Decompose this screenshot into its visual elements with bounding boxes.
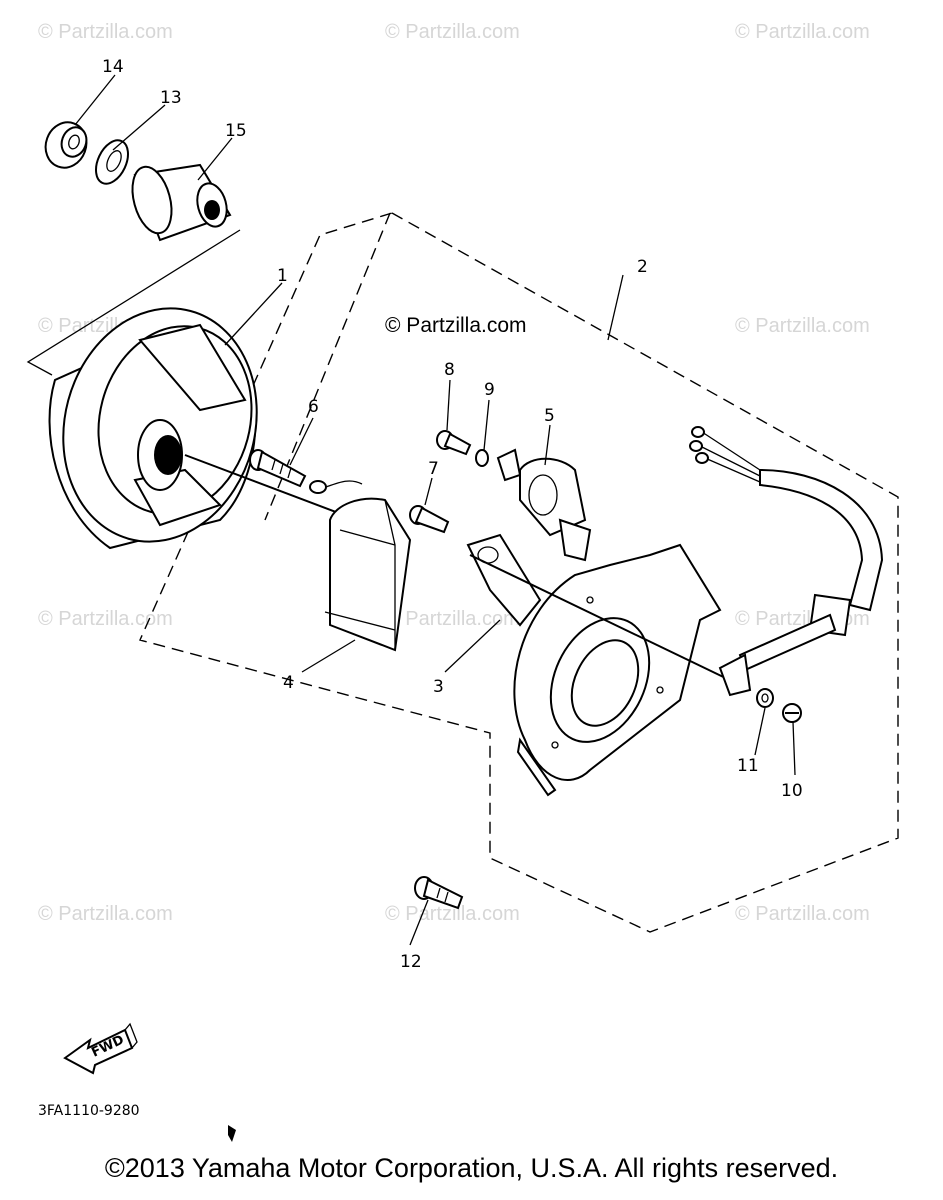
fwd-label: FWD [89, 1033, 126, 1061]
part-1-flywheel [48, 307, 411, 550]
callout-8: 8 [444, 360, 455, 380]
watermark-low-left: © Partzilla.com [38, 608, 173, 630]
part-9-washer [475, 449, 489, 467]
callout-labels: 14 13 15 1 2 6 8 9 5 7 4 3 11 10 12 [102, 57, 803, 972]
callout-5: 5 [544, 406, 555, 426]
centerline-upper [26, 229, 241, 376]
watermark-bottom-left: © Partzilla.com [38, 903, 173, 925]
watermark-low-center: © Partzilla.com [385, 608, 520, 630]
part-12-bolt [414, 876, 464, 910]
part-13-washer [95, 139, 129, 185]
part-14-nut [44, 121, 88, 169]
callout-1: 1 [277, 266, 288, 286]
watermark-top-right: © Partzilla.com [735, 21, 870, 43]
callout-2: 2 [637, 257, 648, 277]
callout-3: 3 [433, 677, 444, 697]
watermark-bottom-right: © Partzilla.com [735, 903, 870, 925]
watermark-mid-right: © Partzilla.com [735, 315, 870, 337]
watermark-bottom-center: © Partzilla.com [385, 903, 520, 925]
watermark-top-left: © Partzilla.com [38, 21, 173, 43]
part-4-coil [324, 497, 412, 652]
callout-12: 12 [400, 952, 422, 972]
callout-9: 9 [484, 380, 495, 400]
part-15-collar [131, 163, 232, 242]
watermark-top-center: © Partzilla.com [385, 21, 520, 43]
callout-13: 13 [160, 88, 182, 108]
part-code: 3FA1110-9280 [38, 1103, 140, 1119]
copyright-notice: ©2013 Yamaha Motor Corporation, U.S.A. A… [104, 1153, 839, 1183]
watermark-center: © Partzilla.com [385, 314, 527, 337]
stray-mark [228, 1125, 236, 1142]
callout-7: 7 [428, 459, 439, 479]
wire-harness [689, 426, 884, 697]
fwd-arrow: FWD [63, 1022, 138, 1075]
part-11-washer [756, 688, 774, 708]
part-5-pickup [496, 448, 592, 562]
part-8-screw [436, 430, 472, 456]
callout-14: 14 [102, 57, 124, 77]
callout-4: 4 [283, 673, 294, 693]
callout-10: 10 [781, 781, 803, 801]
leader-lines [74, 74, 796, 946]
callout-6: 6 [308, 397, 319, 417]
part-10-screw [782, 703, 802, 723]
part-7-screw [409, 505, 450, 534]
stator-plate [469, 543, 741, 797]
callout-15: 15 [225, 121, 247, 141]
part-6-bolt [249, 449, 363, 494]
callout-11: 11 [737, 756, 759, 776]
